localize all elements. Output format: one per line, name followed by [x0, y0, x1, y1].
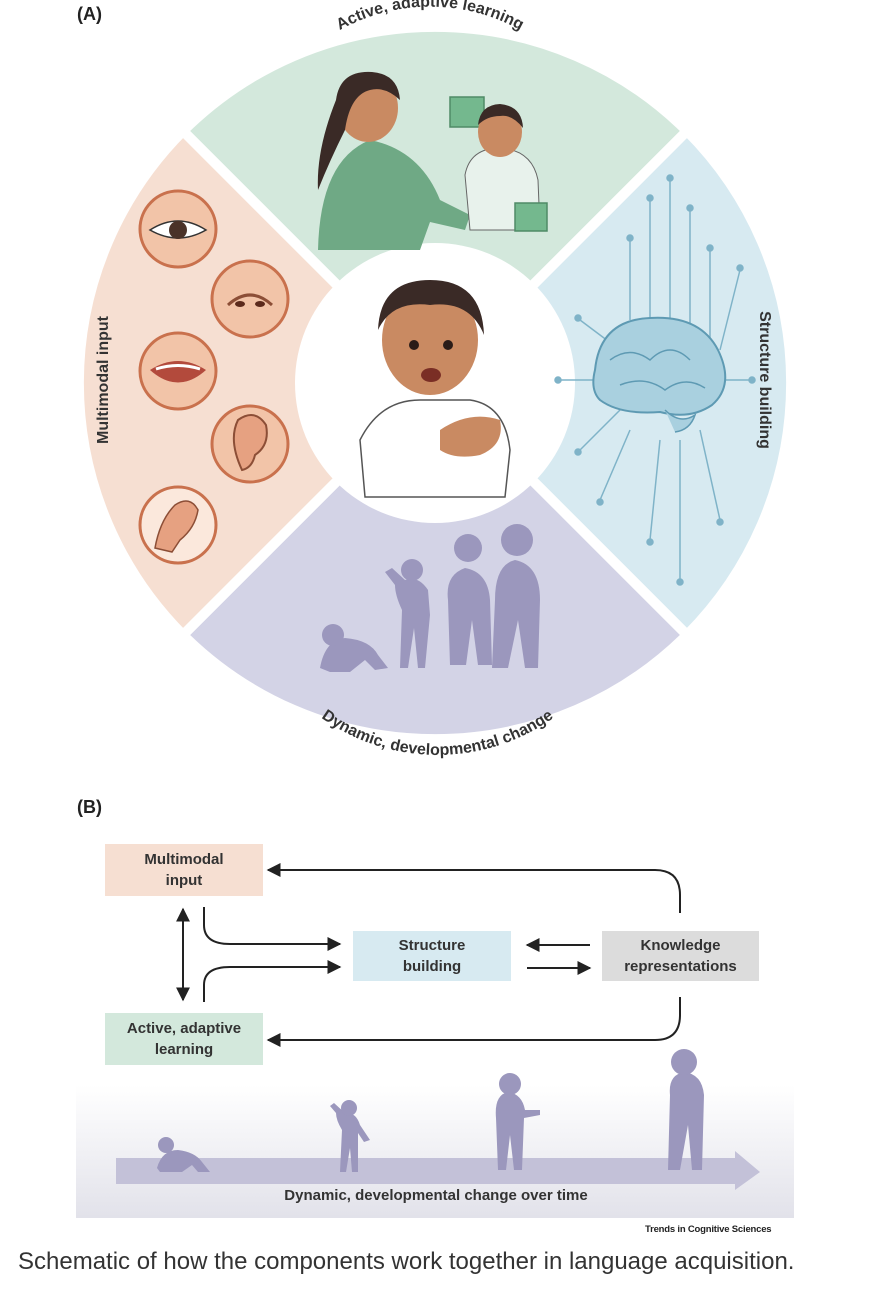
mouth-icon: [138, 331, 218, 411]
adult-child-play-illustration: [317, 71, 548, 250]
eye-icon: [138, 189, 218, 269]
arrow-multimodal-to-structure: [203, 907, 342, 951]
nose-icon: [210, 259, 290, 339]
segment-developmental-change: [175, 375, 695, 745]
box-structure-building-label: Structure building: [398, 937, 466, 975]
box-multimodal-input: Multimodal input: [105, 844, 263, 896]
hand-icon: [138, 485, 218, 565]
panel-b-label: (B): [77, 797, 102, 817]
box-knowledge-representations: Knowledge representations: [602, 931, 759, 981]
sense-icons: [138, 189, 290, 565]
arrow-active-to-structure: [203, 960, 342, 1002]
children-silhouettes-illustration: [320, 524, 540, 672]
box-active-learning-label: Active, adaptive learning: [126, 1020, 242, 1058]
panel-a-label: (A): [77, 4, 102, 24]
timeline-arrow: [116, 1151, 760, 1190]
signing-child-illustration: [359, 280, 511, 498]
wheel-diagram: Active, adaptive learning Dynamic, devel…: [78, 0, 792, 759]
label-structure-building: Structure building: [756, 311, 773, 449]
ear-icon: [210, 404, 290, 484]
circuit-brain-illustration: [554, 174, 756, 586]
arrow-knowledge-to-active: [266, 997, 681, 1047]
timeline-silhouettes: [157, 1049, 704, 1172]
timeline-label: Dynamic, developmental change over time: [284, 1187, 588, 1204]
box-active-learning: Active, adaptive learning: [105, 1013, 263, 1065]
label-multimodal-input: Multimodal input: [95, 315, 112, 444]
figure-caption: Schematic of how the components work tog…: [18, 1248, 795, 1275]
box-knowledge-representations-label: Knowledge representations: [624, 937, 737, 975]
journal-credit: Trends in Cognitive Sciences: [645, 1224, 772, 1235]
arrow-knowledge-to-multimodal: [266, 863, 681, 913]
box-multimodal-input-label: Multimodal input: [144, 851, 224, 889]
box-structure-building: Structure building: [353, 931, 511, 981]
